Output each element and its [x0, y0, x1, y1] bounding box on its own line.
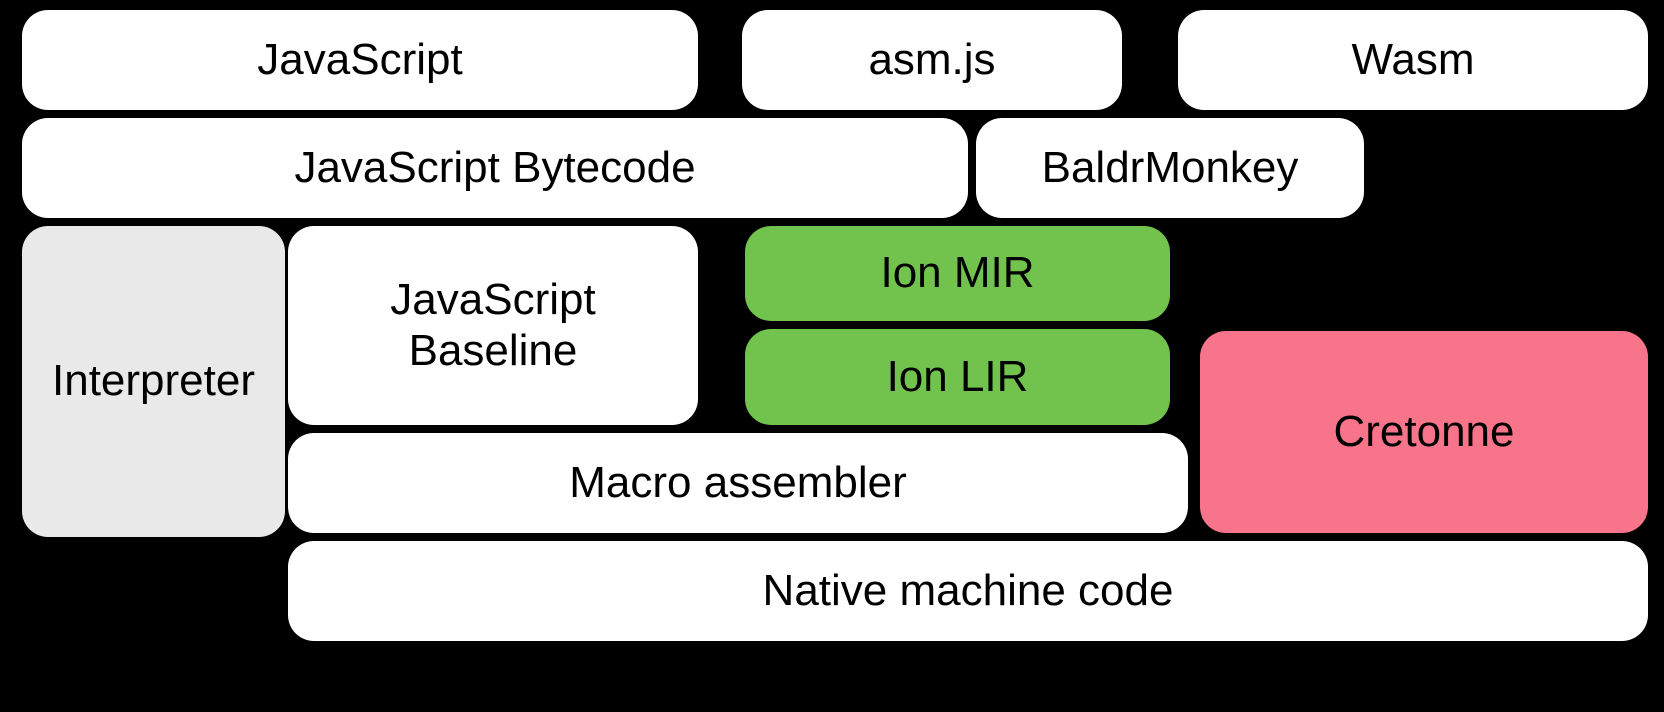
node-macro-assembler[interactable]: Macro assembler [288, 433, 1188, 533]
node-label-native-machine-code: Native machine code [762, 565, 1174, 615]
node-label-asmjs: asm.js [868, 34, 996, 84]
node-label-javascript: JavaScript [257, 34, 463, 84]
node-ion-mir[interactable]: Ion MIR [745, 226, 1170, 321]
node-label-macro-assembler: Macro assembler [569, 457, 907, 507]
node-label-ion-mir: Ion MIR [880, 248, 1035, 298]
node-ion-lir[interactable]: Ion LIR [745, 329, 1170, 425]
node-javascript-bytecode[interactable]: JavaScript Bytecode [22, 118, 968, 218]
node-baldrmonkey[interactable]: BaldrMonkey [976, 118, 1364, 218]
node-label-interpreter: Interpreter [52, 356, 255, 406]
node-label-cretonne: Cretonne [1333, 406, 1515, 456]
node-label-baldrmonkey: BaldrMonkey [1041, 142, 1299, 192]
node-interpreter[interactable]: Interpreter [22, 226, 285, 537]
node-asmjs[interactable]: asm.js [742, 10, 1122, 110]
node-label-ion-lir: Ion LIR [886, 351, 1029, 401]
node-javascript[interactable]: JavaScript [22, 10, 698, 110]
node-wasm[interactable]: Wasm [1178, 10, 1648, 110]
node-native-machine-code[interactable]: Native machine code [288, 541, 1648, 641]
node-label-javascript-baseline: JavaScript Baseline [390, 275, 596, 375]
node-cretonne[interactable]: Cretonne [1200, 331, 1648, 533]
node-label-javascript-bytecode: JavaScript Bytecode [294, 142, 696, 192]
node-label-wasm: Wasm [1351, 34, 1475, 84]
node-javascript-baseline[interactable]: JavaScript Baseline [288, 226, 698, 425]
